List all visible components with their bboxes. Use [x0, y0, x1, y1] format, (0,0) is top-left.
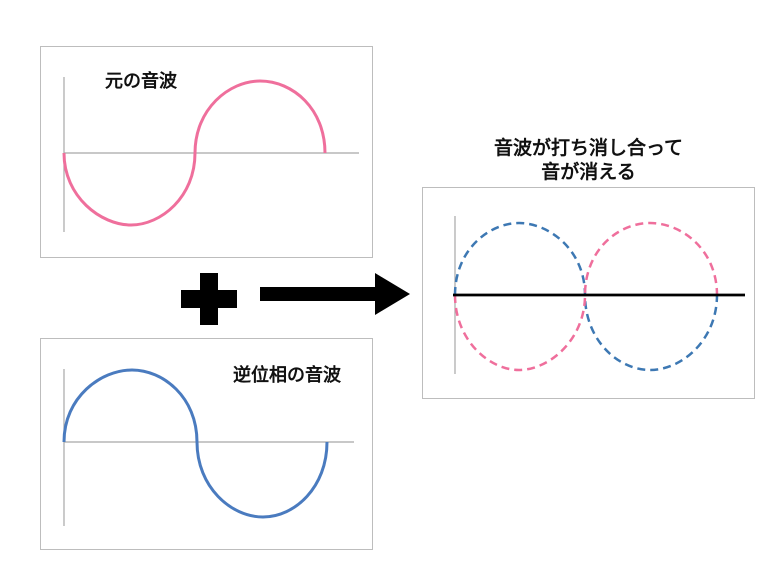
result-wave-panel	[422, 187, 755, 399]
inverse-wave-panel: 逆位相の音波	[40, 338, 373, 550]
original-wave-graph	[62, 77, 359, 232]
original-sine-wave	[62, 79, 327, 227]
original-dashed-wave	[453, 221, 719, 372]
inverse-wave-label: 逆位相の音波	[233, 365, 341, 386]
result-wave-graph	[453, 216, 745, 374]
original-wave-panel: 元の音波	[40, 46, 373, 258]
plus-icon	[181, 273, 237, 325]
result-title-line1: 音波が打ち消し合って	[493, 137, 684, 159]
inverse-sine-wave	[62, 368, 329, 519]
inverse-wave-graph	[62, 368, 354, 526]
result-title: 音波が打ち消し合って 音が消える	[422, 136, 755, 184]
result-title-line2: 音が消える	[541, 161, 636, 183]
right-arrow-icon	[260, 273, 410, 315]
inverse-dashed-wave	[453, 221, 719, 372]
original-wave-label: 元の音波	[105, 71, 177, 92]
